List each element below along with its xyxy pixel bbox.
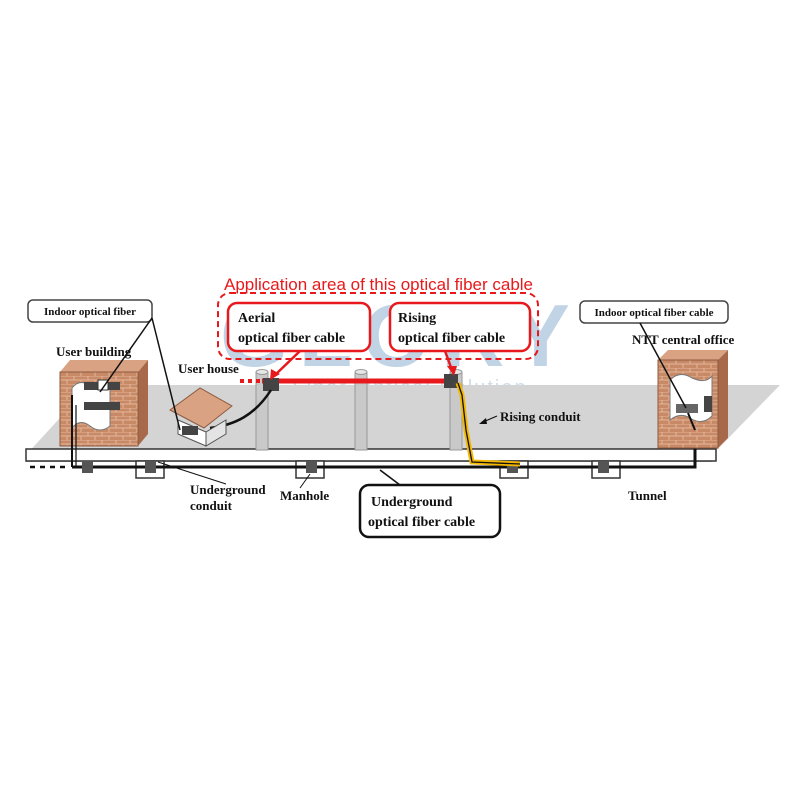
underground-cable-label-1: Underground (371, 495, 453, 510)
aerial-closure (263, 378, 279, 391)
rising-conduit-label: Rising conduit (500, 409, 581, 424)
application-area-title: Application area of this optical fiber c… (224, 275, 533, 294)
rising-arrow-head (447, 366, 457, 376)
underground-cable-callout: Underground optical fiber cable (358, 469, 502, 539)
conduit-pointer (157, 461, 227, 485)
rising-label-line1: Rising (398, 311, 436, 326)
rising-label-box (388, 301, 532, 353)
indoor-fiber-right-label: Indoor optical fiber cable (594, 307, 713, 319)
rising-closure (444, 374, 458, 388)
underground-band (25, 448, 717, 479)
manhole-boxes (82, 461, 609, 473)
tunnel-label: Tunnel (628, 488, 667, 503)
underground-conduit-label-1: Underground (190, 482, 266, 497)
indoor-fiber-right: Indoor optical fiber cable (579, 300, 729, 409)
user-house-label: User house (178, 361, 239, 376)
rising-cable-core (457, 382, 521, 465)
pole-2 (354, 371, 368, 451)
aerial-arrow-head (270, 369, 280, 380)
user-building-label: User building (56, 344, 132, 359)
underground-cable-label-2: optical fiber cable (368, 515, 475, 530)
application-area-frame (217, 292, 539, 360)
manhole-label: Manhole (280, 488, 329, 503)
rising-label-line2: optical fiber cable (398, 331, 505, 346)
aerial-label-line1: Aerial (238, 311, 275, 326)
user-house (169, 387, 233, 447)
user-building (59, 360, 148, 467)
indoor-fiber-left: Indoor optical fiber (27, 299, 181, 431)
application-area: Application area of this optical fiber c… (217, 275, 539, 380)
ntt-central-office (657, 350, 728, 449)
ntt-office-label: NTT central office (632, 332, 735, 347)
aerial-label-line2: optical fiber cable (238, 331, 345, 346)
underground-conduit-label-2: conduit (190, 498, 233, 513)
manhole-pointer (299, 473, 311, 489)
aerial-arrow (273, 350, 301, 377)
indoor-fiber-left-label: Indoor optical fiber (44, 306, 136, 318)
